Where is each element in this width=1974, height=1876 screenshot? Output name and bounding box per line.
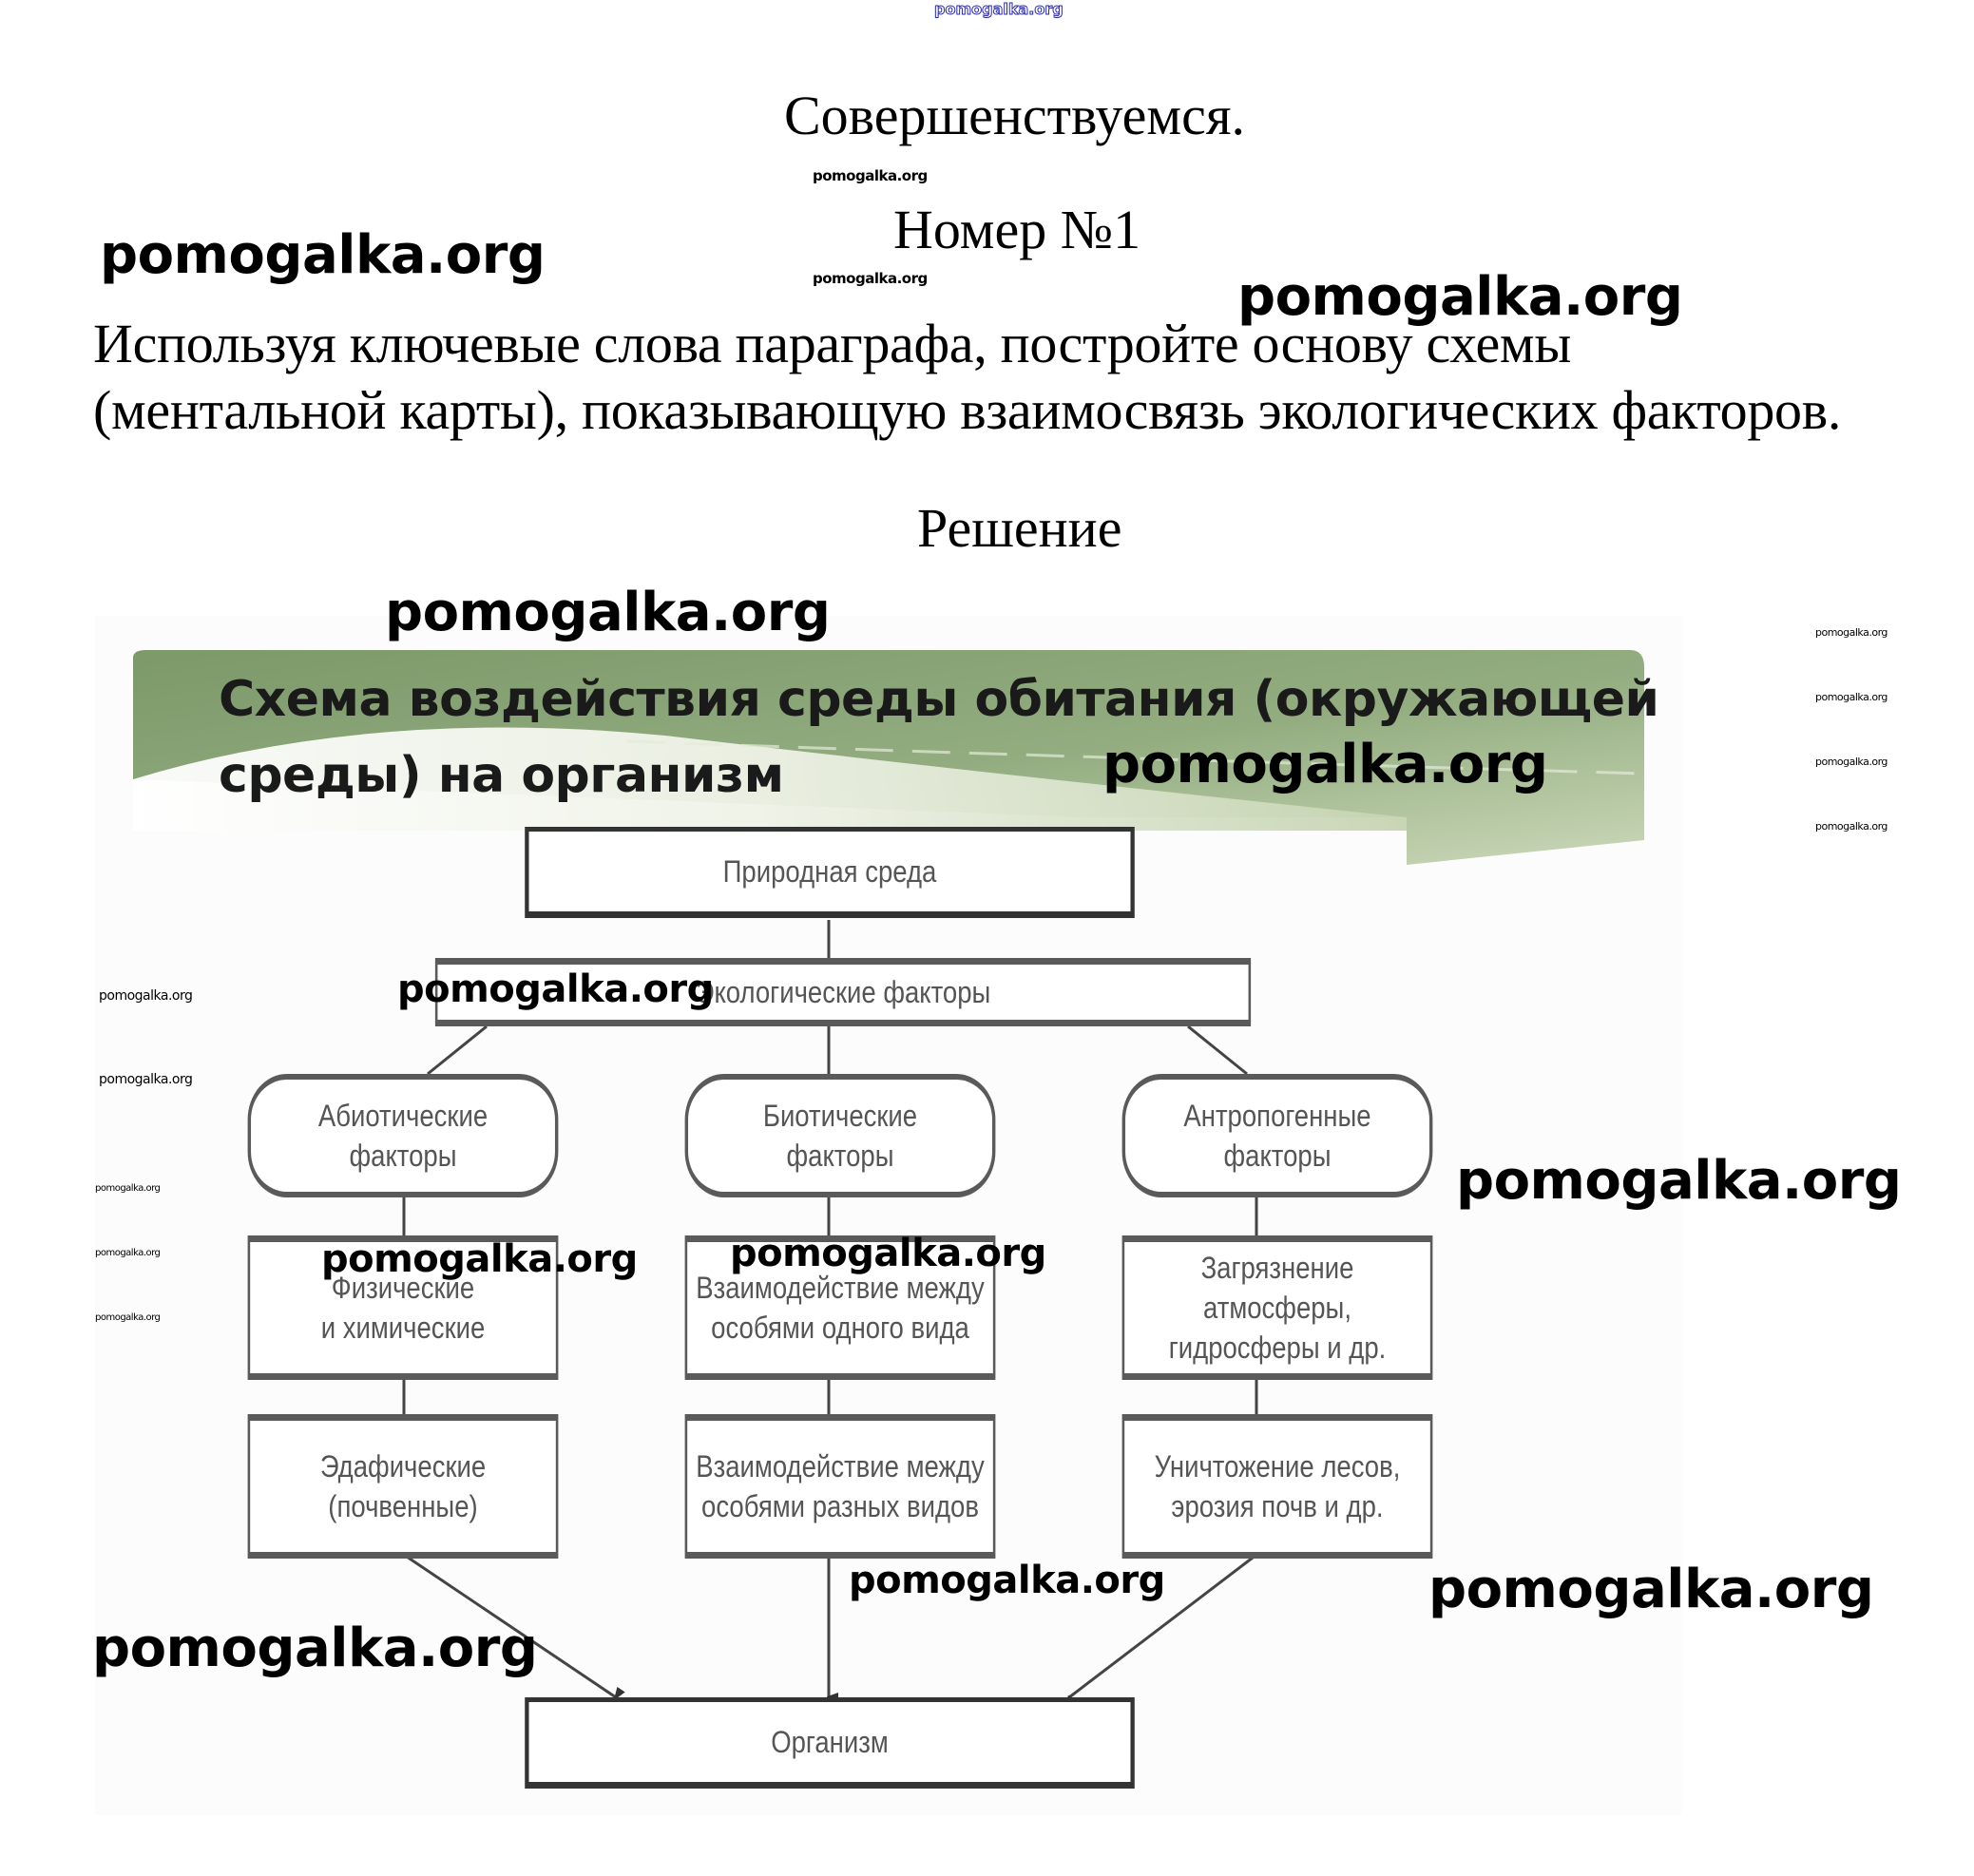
watermark: pomogalka.org (321, 1237, 638, 1281)
node-interspecific-interaction: Взаимодействие между особями разных видов (684, 1414, 996, 1559)
watermark: pomogalka.org (99, 1072, 193, 1087)
task-text-line1: Используя ключевые слова параграфа, пост… (93, 313, 1572, 374)
watermark: pomogalka.org (730, 1232, 1046, 1275)
task-number: Номер №1 (893, 199, 1141, 260)
connector-eco-abiotic (427, 1024, 488, 1076)
watermark: pomogalka.org (100, 224, 546, 286)
node-anthropogenic-factors: Антропогенные факторы (1121, 1074, 1433, 1197)
node-abiotic-factors: Абиотические факторы (247, 1074, 559, 1197)
node-label: (почвенные) (328, 1489, 478, 1523)
node-label: особями разных видов (701, 1489, 979, 1523)
connector-eco-anthropogenic (1187, 1024, 1248, 1076)
watermark: pomogalka.org (385, 582, 831, 643)
watermark: pomogalka.org (1815, 820, 1888, 833)
node-intraspecific-interaction: Взаимодействие между особями одного вида (684, 1235, 996, 1380)
watermark: pomogalka.org (1815, 756, 1888, 768)
node-label: эрозия почв и др. (1171, 1489, 1384, 1523)
node-pollution: Загрязнение атмосферы, гидросферы и др. (1121, 1235, 1433, 1380)
watermark: pomogalka.org (813, 167, 928, 184)
node-ecological-factors: Экологические факторы (434, 958, 1252, 1026)
node-label: гидросферы и др. (1168, 1330, 1387, 1365)
node-organism: Организм (525, 1697, 1135, 1789)
watermark: pomogalka.org (849, 1559, 1165, 1602)
arrow-anthro-organism (1069, 1553, 1257, 1697)
node-biotic-factors: Биотические факторы (684, 1074, 996, 1197)
diagram-title-line1: Схема воздействия среды обитания (окружа… (219, 671, 1659, 728)
node-label: Антропогенные (1183, 1099, 1371, 1133)
watermark: pomogalka.org (1428, 1559, 1874, 1620)
node-label: факторы (1223, 1139, 1332, 1173)
section-title: Совершенствуемся. (784, 85, 1246, 146)
node-label: Организм (771, 1725, 889, 1759)
watermark: pomogalka.org (95, 1183, 161, 1194)
diagram-title-line2: среды) на организм (219, 747, 784, 804)
watermark: pomogalka.org (92, 1618, 538, 1679)
watermark: pomogalka.org (813, 270, 928, 287)
connector-lines (402, 920, 1258, 1815)
node-edaphic: Эдафические (почвенные) (247, 1414, 559, 1559)
watermark: pomogalka.org (95, 1312, 161, 1323)
node-label: Взаимодействие между (696, 1271, 985, 1305)
node-label: и химические (320, 1311, 486, 1345)
node-label: факторы (349, 1139, 457, 1173)
solution-label: Решение (917, 497, 1122, 559)
watermark-top: pomogalka.org (934, 0, 1064, 19)
node-label: Загрязнение атмосферы, (1200, 1251, 1354, 1325)
node-label: Биотические (762, 1099, 918, 1133)
watermark: pomogalka.org (1815, 626, 1888, 639)
node-label: Физические (331, 1271, 475, 1305)
watermark: pomogalka.org (1815, 691, 1888, 703)
banner-background (133, 650, 1644, 865)
node-label: Экологические факторы (695, 975, 991, 1009)
node-deforestation: Уничтожение лесов, эрозия почв и др. (1121, 1414, 1433, 1559)
watermark: pomogalka.org (1237, 266, 1683, 328)
node-label: Взаимодействие между (696, 1449, 985, 1484)
diagram-image: Схема воздействия среды обитания (окружа… (95, 616, 1682, 1815)
watermark: pomogalka.org (95, 1248, 161, 1258)
node-physical-chemical: Физические и химические (247, 1235, 559, 1380)
watermark: pomogalka.org (1102, 734, 1548, 795)
node-natural-environment: Природная среда (525, 827, 1135, 918)
node-label: Эдафические (319, 1449, 487, 1484)
node-label: особями одного вида (711, 1311, 969, 1345)
node-label: Уничтожение лесов, (1154, 1449, 1401, 1484)
watermark: pomogalka.org (397, 967, 714, 1011)
task-text-line2: (ментальной карты), показывающую взаимос… (93, 379, 1842, 441)
watermark: pomogalka.org (1456, 1150, 1902, 1212)
node-label: факторы (786, 1139, 894, 1173)
node-label: Природная среда (722, 854, 937, 889)
arrow-abiotic-organism (403, 1553, 616, 1697)
watermark: pomogalka.org (99, 988, 193, 1004)
node-label: Абиотические (317, 1099, 489, 1133)
